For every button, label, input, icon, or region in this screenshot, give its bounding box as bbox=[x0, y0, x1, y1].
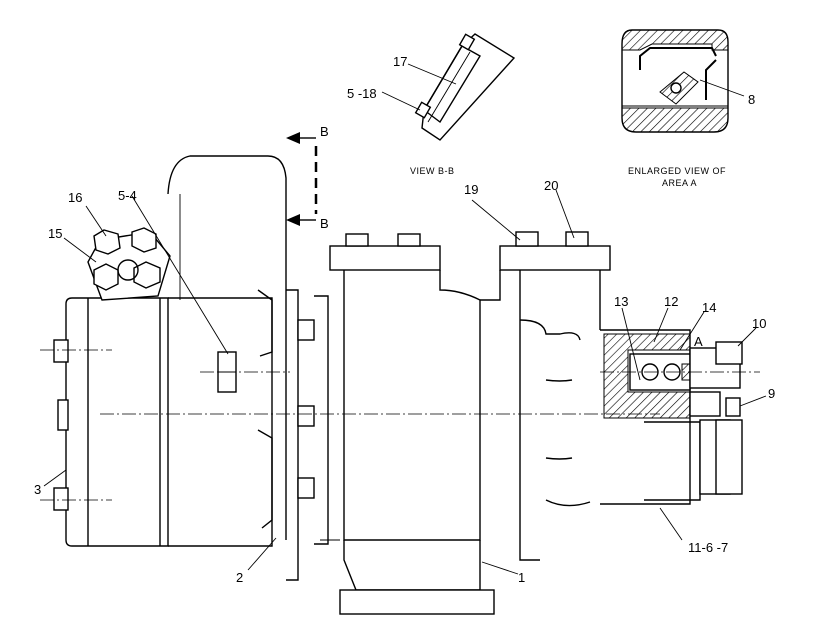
callout-20: 20 bbox=[544, 178, 558, 193]
callout-15: 15 bbox=[48, 226, 62, 241]
callout-16: 16 bbox=[68, 190, 82, 205]
callout-17: 17 bbox=[393, 54, 407, 69]
callout-12: 12 bbox=[664, 294, 678, 309]
section-mark-b-top: B bbox=[320, 124, 329, 139]
callout-11-6-7: 11-6 -7 bbox=[688, 540, 728, 555]
callout-1: 1 bbox=[518, 570, 525, 585]
callout-19: 19 bbox=[464, 182, 478, 197]
leader-lines bbox=[43, 63, 767, 575]
callout-8: 8 bbox=[748, 92, 755, 107]
callout-14: 14 bbox=[702, 300, 716, 315]
caption-enlarged-line2: AREA A bbox=[662, 178, 697, 188]
callout-2: 2 bbox=[236, 570, 243, 585]
callout-9: 9 bbox=[768, 386, 775, 401]
main-assembly bbox=[40, 132, 760, 615]
area-mark-a: A bbox=[694, 334, 703, 349]
view-bb-inset bbox=[414, 33, 516, 141]
enlarged-view-area-a bbox=[621, 29, 729, 133]
section-marks: B B A bbox=[320, 124, 703, 349]
callout-5-18: 5 -18 bbox=[347, 86, 377, 101]
callout-labels: 17 5 -18 8 19 20 16 5-4 15 13 12 14 10 9… bbox=[34, 54, 775, 585]
callout-13: 13 bbox=[614, 294, 628, 309]
captions: VIEW B-B ENLARGED VIEW OF AREA A bbox=[410, 166, 726, 188]
caption-view-bb: VIEW B-B bbox=[410, 166, 455, 176]
caption-enlarged-line1: ENLARGED VIEW OF bbox=[628, 166, 726, 176]
section-mark-b-bottom: B bbox=[320, 216, 329, 231]
callout-5-4: 5-4 bbox=[118, 188, 137, 203]
callout-10: 10 bbox=[752, 316, 766, 331]
callout-3: 3 bbox=[34, 482, 41, 497]
